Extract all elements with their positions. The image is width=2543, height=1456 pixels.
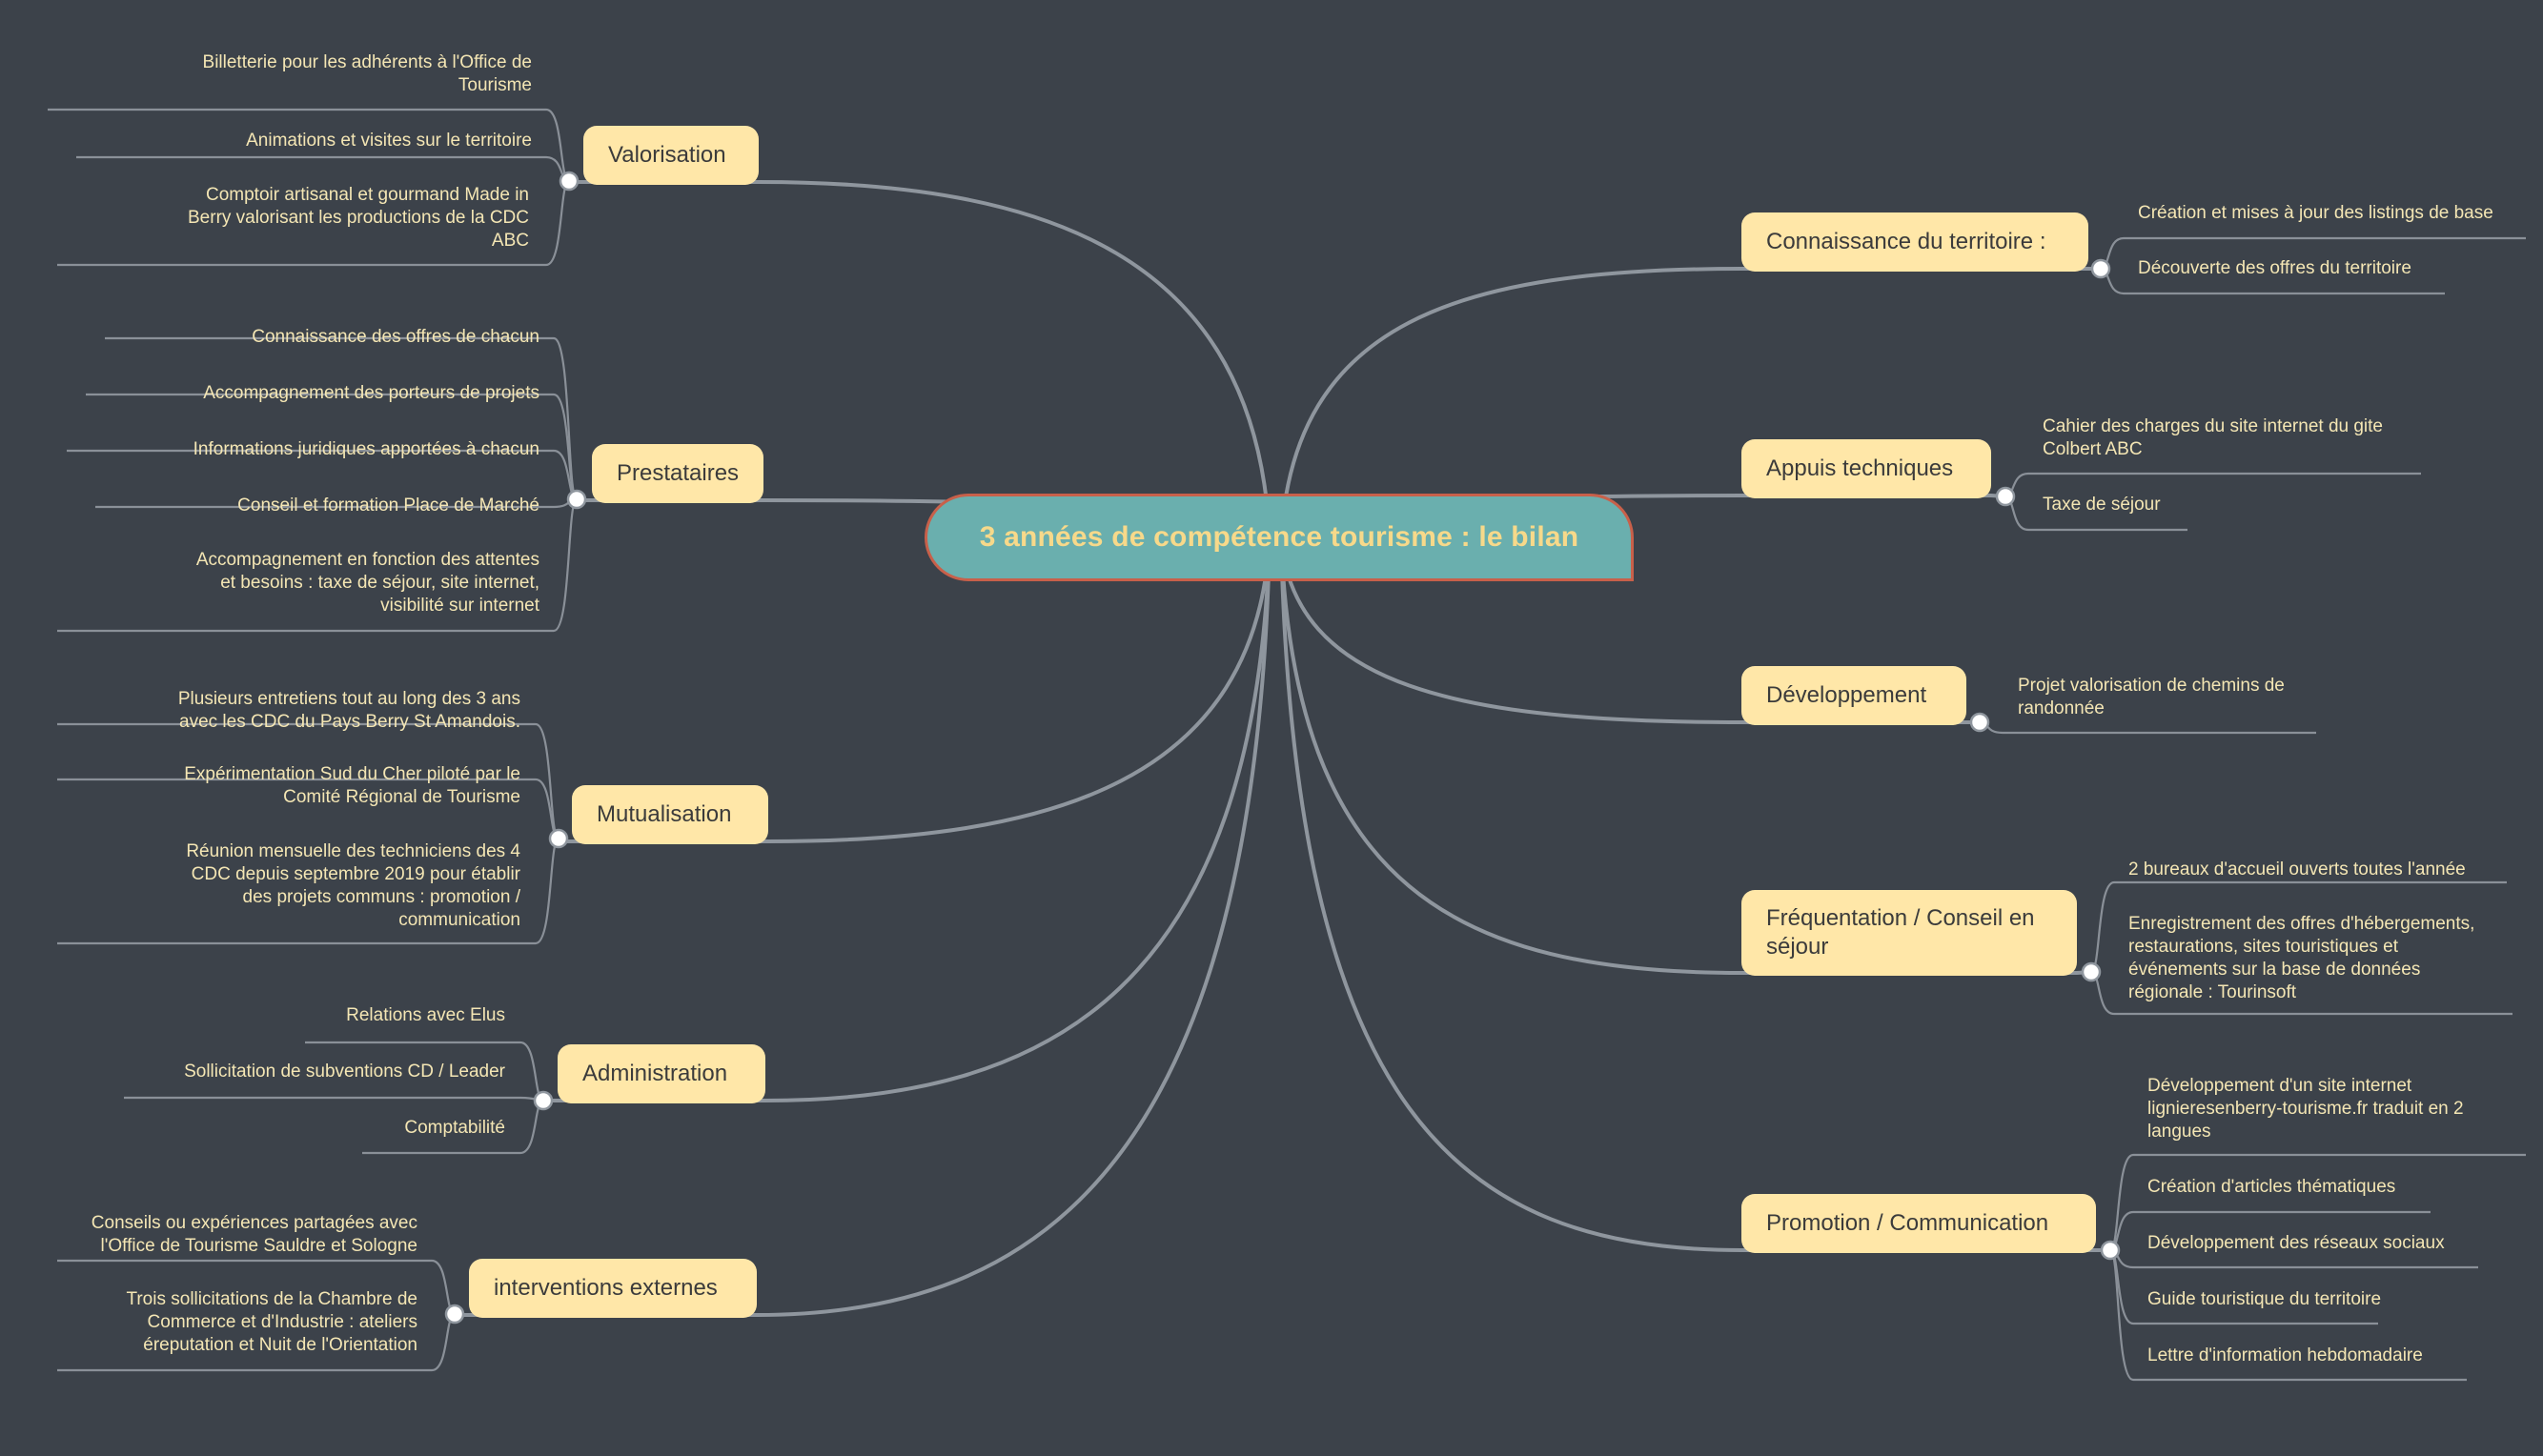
leaf-left-2-1[interactable]: Expérimentation Sud du Cher piloté par l… bbox=[184, 764, 520, 807]
leaf-left-2-0[interactable]: Plusieurs entretiens tout au long des 3 … bbox=[177, 689, 520, 732]
branch-left-2 bbox=[767, 537, 1272, 843]
collapse-dot-right-0[interactable] bbox=[2090, 258, 2111, 279]
branch-right-0 bbox=[1279, 267, 1742, 539]
topic-right-1[interactable]: Appuis techniques bbox=[1741, 439, 1991, 498]
branch-left-0 bbox=[758, 180, 1272, 539]
leaf-left-1-0[interactable]: Connaissance des offres de chacun bbox=[252, 327, 539, 347]
leaf-right-0-0[interactable]: Création et mises à jour des listings de… bbox=[2138, 203, 2493, 223]
topic-right-3[interactable]: Fréquentation / Conseil en séjour bbox=[1741, 890, 2077, 976]
twig-right-2-0 bbox=[1979, 720, 2316, 735]
twig-right-4-3 bbox=[2109, 1248, 2378, 1325]
branch-left-4 bbox=[756, 537, 1272, 1317]
leaf-right-4-2[interactable]: Développement des réseaux sociaux bbox=[2147, 1233, 2445, 1253]
topic-right-0[interactable]: Connaissance du territoire : bbox=[1741, 212, 2088, 272]
leaf-left-0-2[interactable]: Comptoir artisanal et gourmand Made in B… bbox=[188, 185, 529, 251]
central-topic[interactable]: 3 années de compétence tourisme : le bil… bbox=[925, 494, 1634, 581]
topic-left-2[interactable]: Mutualisation bbox=[572, 785, 768, 844]
leaf-left-2-2[interactable]: Réunion mensuelle des techniciens des 4 … bbox=[186, 841, 520, 930]
twig-left-1-0 bbox=[105, 336, 579, 501]
twig-left-3-1 bbox=[124, 1096, 544, 1102]
topic-left-4[interactable]: interventions externes bbox=[469, 1259, 757, 1318]
leaf-right-4-3[interactable]: Guide touristique du territoire bbox=[2147, 1289, 2382, 1309]
topic-left-0[interactable]: Valorisation bbox=[583, 126, 759, 185]
leaf-right-4-4[interactable]: Lettre d'information hebdomadaire bbox=[2147, 1345, 2423, 1365]
leaf-right-1-1[interactable]: Taxe de séjour bbox=[2043, 495, 2161, 515]
collapse-dot-right-2[interactable] bbox=[1969, 712, 1990, 733]
leaf-left-0-0[interactable]: Billetterie pour les adhérents à l'Offic… bbox=[202, 52, 532, 95]
leaf-left-3-0[interactable]: Relations avec Elus bbox=[346, 1005, 505, 1025]
leaf-left-4-1[interactable]: Trois sollicitations de la Chambre de Co… bbox=[126, 1289, 417, 1355]
leaf-left-1-3[interactable]: Conseil et formation Place de Marché bbox=[237, 495, 539, 516]
collapse-dot-left-2[interactable] bbox=[548, 828, 569, 849]
leaf-right-3-0[interactable]: 2 bureaux d'accueil ouverts toutes l'ann… bbox=[2128, 859, 2466, 880]
topic-right-2[interactable]: Développement bbox=[1741, 666, 1966, 725]
branch-right-4 bbox=[1279, 537, 1742, 1252]
leaf-left-1-1[interactable]: Accompagnement des porteurs de projets bbox=[203, 383, 539, 403]
leaf-right-1-0[interactable]: Cahier des charges du site internet du g… bbox=[2043, 416, 2383, 459]
branch-right-2 bbox=[1279, 537, 1742, 724]
collapse-dot-left-0[interactable] bbox=[559, 171, 580, 192]
topic-left-1[interactable]: Prestataires bbox=[592, 444, 763, 503]
leaf-left-1-4[interactable]: Accompagnement en fonction des attentes … bbox=[195, 550, 539, 616]
topic-left-3[interactable]: Administration bbox=[558, 1044, 765, 1103]
leaf-right-3-1[interactable]: Enregistrement des offres d'hébergements… bbox=[2128, 914, 2475, 1002]
topic-right-4[interactable]: Promotion / Communication bbox=[1741, 1194, 2096, 1253]
leaf-left-3-1[interactable]: Sollicitation de subventions CD / Leader bbox=[184, 1062, 505, 1082]
leaf-right-0-1[interactable]: Découverte des offres du territoire bbox=[2138, 258, 2411, 278]
collapse-dot-left-3[interactable] bbox=[533, 1090, 554, 1111]
leaf-right-2-0[interactable]: Projet valorisation de chemins de randon… bbox=[2018, 676, 2285, 718]
twig-left-0-1 bbox=[76, 155, 570, 183]
collapse-dot-right-1[interactable] bbox=[1995, 486, 2016, 507]
collapse-dot-left-4[interactable] bbox=[444, 1304, 465, 1325]
leaf-right-4-1[interactable]: Création d'articles thématiques bbox=[2147, 1177, 2396, 1197]
leaf-left-0-1[interactable]: Animations et visites sur le territoire bbox=[246, 131, 532, 151]
branch-right-3 bbox=[1279, 537, 1742, 975]
collapse-dot-right-3[interactable] bbox=[2081, 961, 2102, 982]
leaf-left-3-2[interactable]: Comptabilité bbox=[404, 1118, 505, 1138]
leaf-left-1-2[interactable]: Informations juridiques apportées à chac… bbox=[193, 439, 539, 459]
leaf-left-4-0[interactable]: Conseils ou expériences partagées avec l… bbox=[91, 1213, 417, 1256]
collapse-dot-left-1[interactable] bbox=[566, 489, 587, 510]
collapse-dot-right-4[interactable] bbox=[2100, 1240, 2121, 1261]
leaf-right-4-0[interactable]: Développement d'un site internet lignier… bbox=[2147, 1076, 2464, 1142]
branch-left-3 bbox=[764, 537, 1272, 1102]
